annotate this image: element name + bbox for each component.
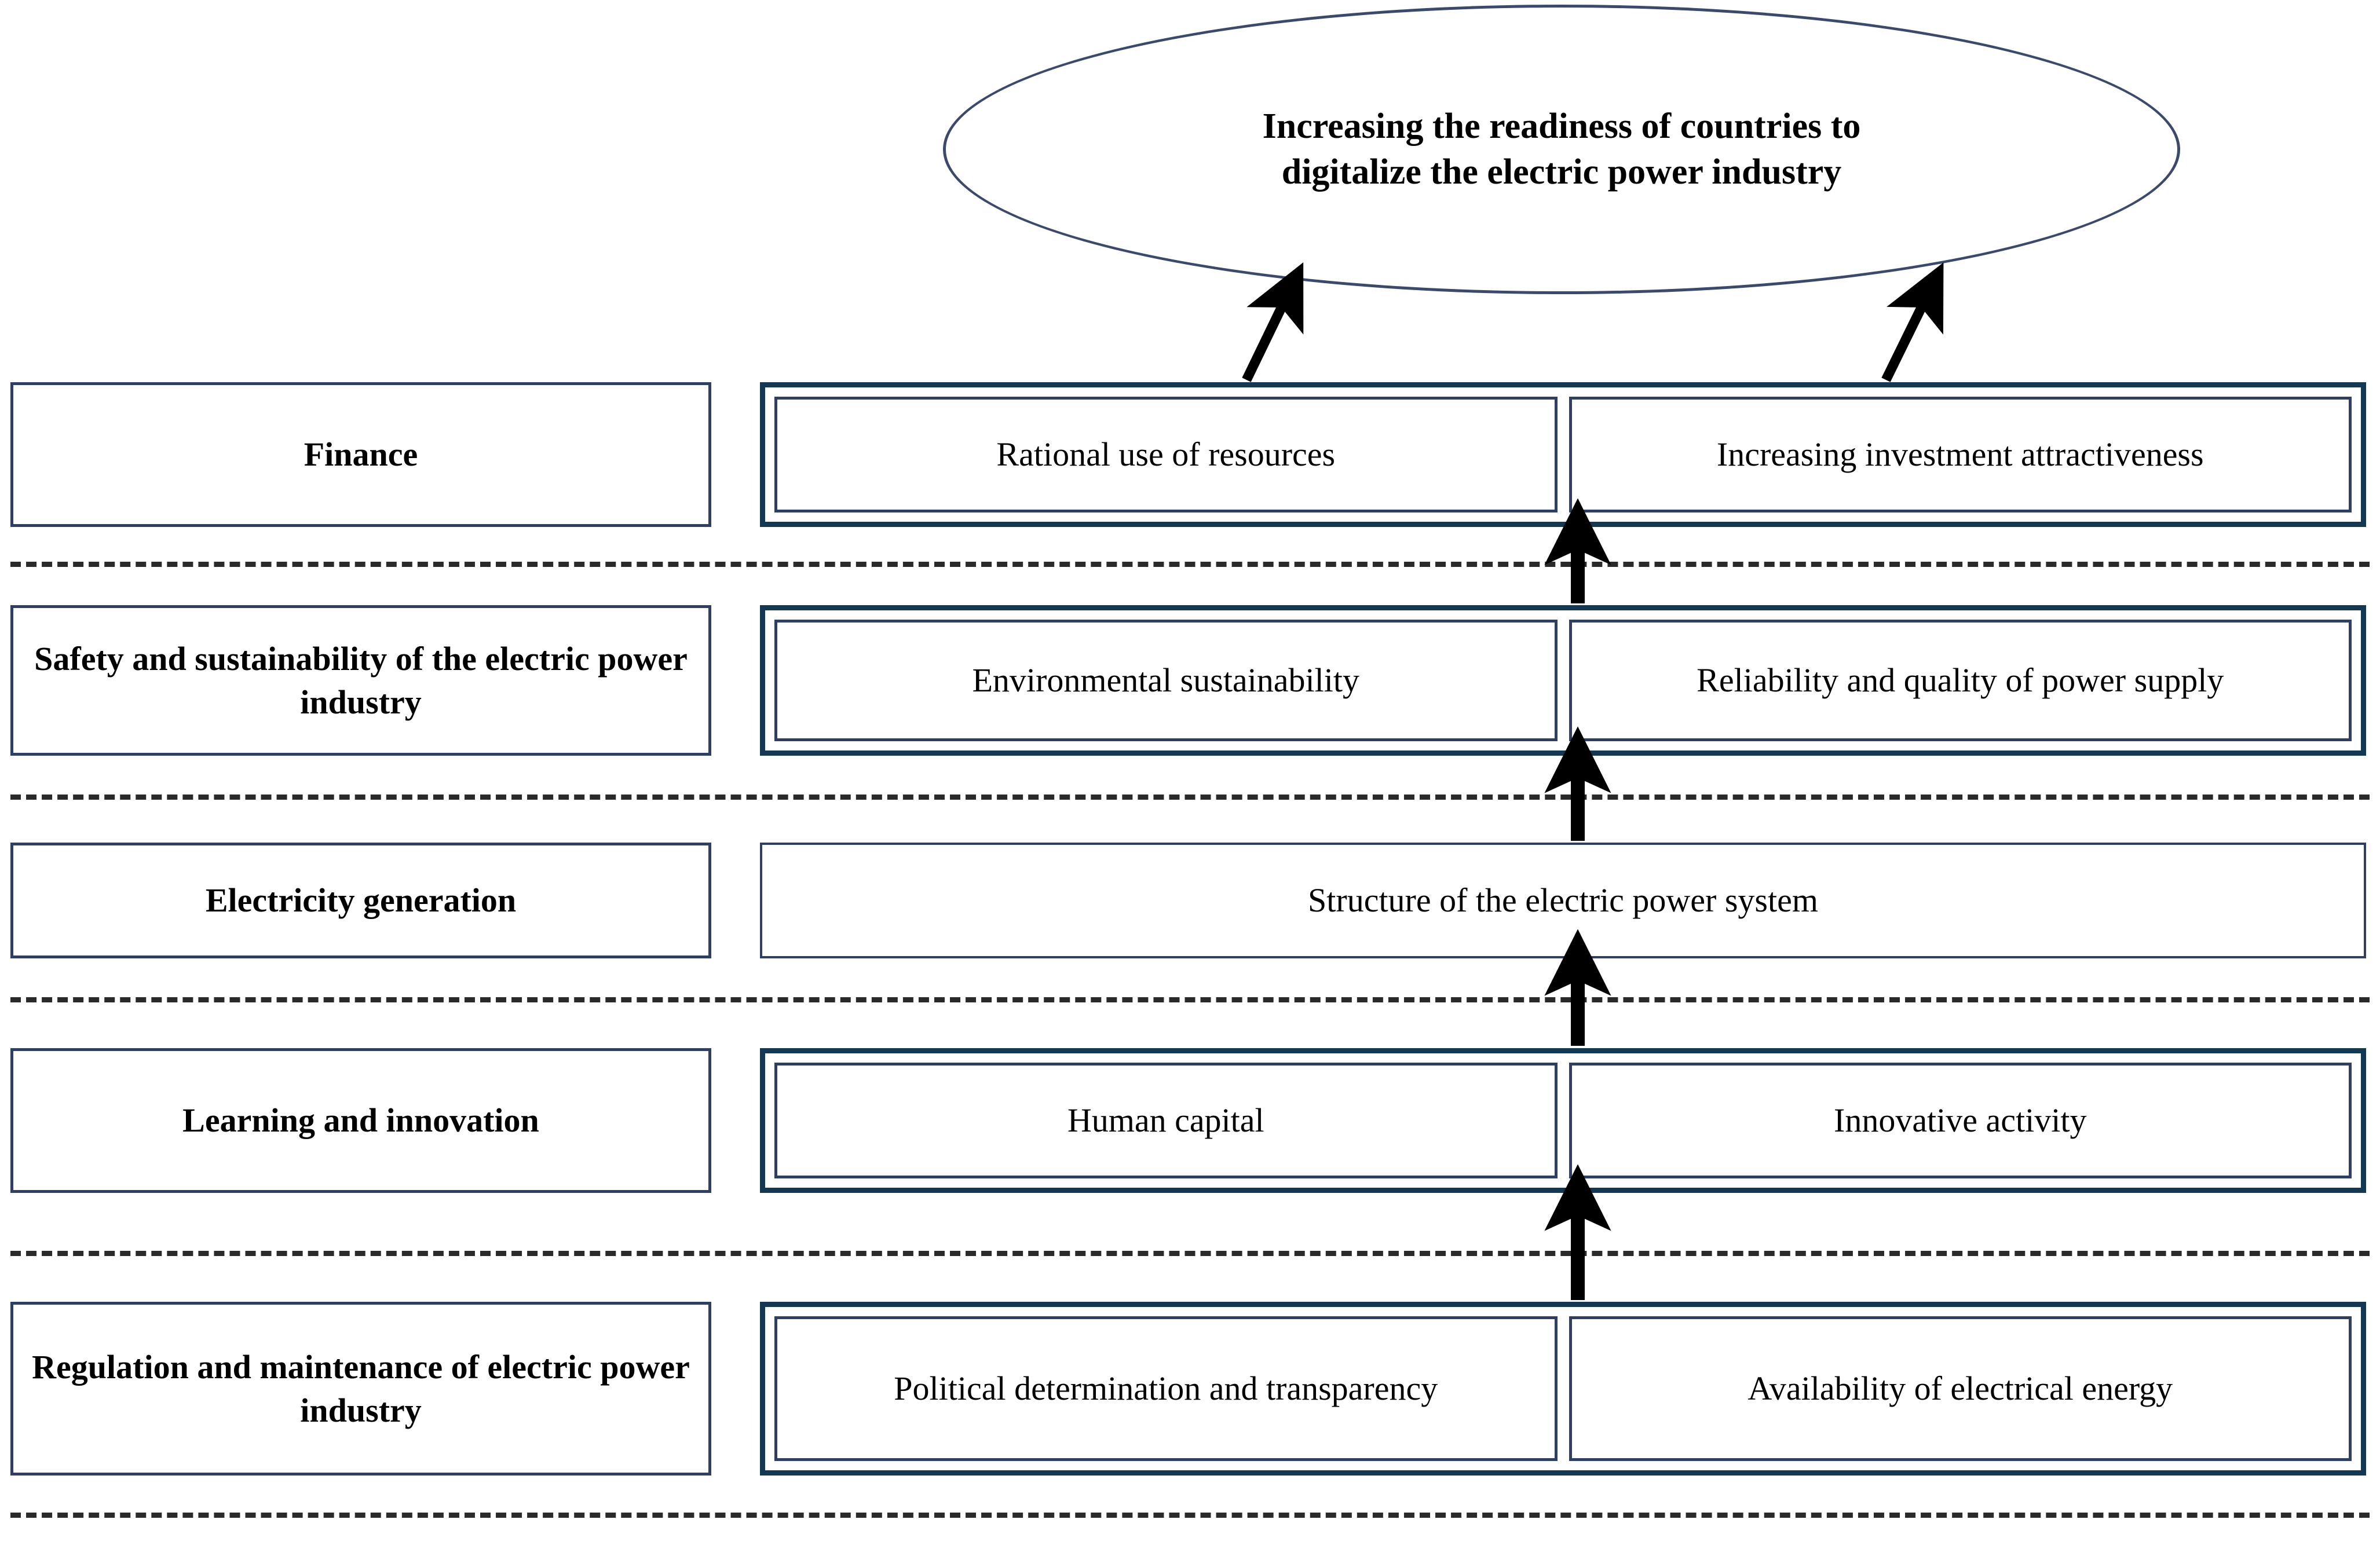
arrow-investment-attractiveness-to-goal xyxy=(1881,262,1944,382)
group-regulation-maintenance: Political determination and transparency… xyxy=(760,1302,2366,1476)
separator-4 xyxy=(10,1251,2370,1256)
perspective-label-electricity-generation: Electricity generation xyxy=(10,843,711,958)
arrow-rational-use-to-goal xyxy=(1242,262,1304,382)
separator-2 xyxy=(10,795,2370,800)
item-environmental-sustainability[interactable]: Environmental sustainability xyxy=(774,620,1558,741)
separator-3 xyxy=(10,997,2370,1002)
item-innovative-activity[interactable]: Innovative activity xyxy=(1569,1063,2352,1178)
group-learning-innovation: Human capital Innovative activity xyxy=(760,1048,2366,1193)
item-increasing-investment-attractiveness[interactable]: Increasing investment attractiveness xyxy=(1569,397,2352,512)
perspective-label-safety-sustainability: Safety and sustainability of the electri… xyxy=(10,605,711,756)
item-structure-of-electric-power-system[interactable]: Structure of the electric power system xyxy=(762,845,2364,956)
item-availability-of-electrical-energy[interactable]: Availability of electrical energy xyxy=(1569,1316,2352,1461)
group-electricity-generation: Structure of the electric power system xyxy=(760,843,2366,958)
perspective-label-regulation-maintenance: Regulation and maintenance of electric p… xyxy=(10,1302,711,1476)
goal-line-1: Increasing the readiness of countries to xyxy=(1262,106,1861,146)
goal-line-2: digitalize the electric power industry xyxy=(1281,152,1842,192)
perspective-label-finance: Finance xyxy=(10,382,711,527)
group-safety-sustainability: Environmental sustainability Reliability… xyxy=(760,605,2366,756)
goal-text: Increasing the readiness of countries to… xyxy=(1118,104,2005,196)
perspective-label-learning-innovation: Learning and innovation xyxy=(10,1048,711,1193)
separator-1 xyxy=(10,562,2370,567)
goal-ellipse: Increasing the readiness of countries to… xyxy=(943,5,2180,294)
item-rational-use-of-resources[interactable]: Rational use of resources xyxy=(774,397,1558,512)
item-reliability-quality-power-supply[interactable]: Reliability and quality of power supply xyxy=(1569,620,2352,741)
group-finance: Rational use of resources Increasing inv… xyxy=(760,382,2366,527)
item-political-determination-transparency[interactable]: Political determination and transparency xyxy=(774,1316,1558,1461)
separator-5 xyxy=(10,1513,2370,1518)
item-human-capital[interactable]: Human capital xyxy=(774,1063,1558,1178)
